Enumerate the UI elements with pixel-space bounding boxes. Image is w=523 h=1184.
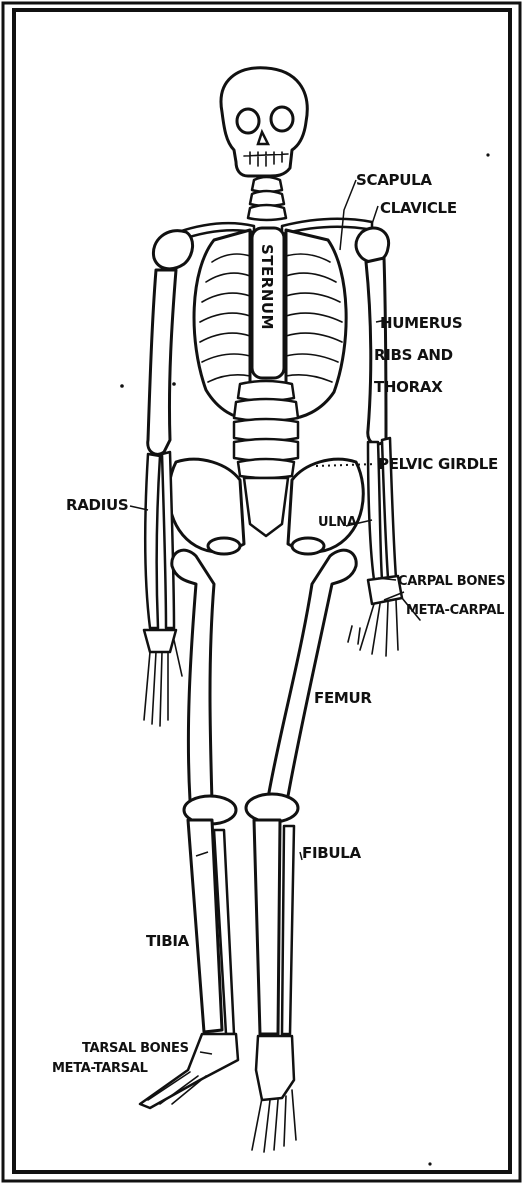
sternum-label: STERNUM: [258, 244, 276, 330]
cervical-spine: [248, 177, 286, 220]
label-tibia: TIBIA: [146, 932, 190, 950]
lower-leg-right: [254, 820, 294, 1034]
speck: [120, 384, 124, 388]
label-humerus: HUMERUS: [380, 314, 462, 332]
label-ribs-and: RIBS AND: [374, 346, 453, 364]
speck: [428, 1162, 431, 1165]
label-tarsal-bones: TARSAL BONES: [82, 1041, 189, 1056]
label-radius: RADIUS: [66, 496, 128, 514]
femur-right: [268, 550, 356, 807]
label-ulna: ULNA: [318, 515, 357, 530]
lower-leg-left: [188, 820, 234, 1034]
lumbar-spine: [234, 381, 298, 478]
label-pelvic-girdle: PELVIC GIRDLE: [378, 455, 498, 473]
label-clavicle: CLAVICLE: [380, 199, 457, 217]
skull: [221, 68, 307, 176]
hand-left: [144, 630, 182, 726]
label-meta-carpal: META-CARPAL: [406, 603, 504, 618]
label-thorax: THORAX: [374, 378, 443, 396]
label-meta-tarsal: META-TARSAL: [52, 1061, 148, 1076]
shoulder-left: [153, 231, 192, 269]
speck: [172, 382, 176, 386]
label-fibula: FIBULA: [302, 844, 361, 862]
forearm-left: [145, 452, 174, 628]
femur-left: [172, 550, 214, 810]
humerus-left: [148, 270, 176, 454]
foot-right: [252, 1036, 296, 1152]
speck: [486, 153, 489, 156]
label-scapula: SCAPULA: [356, 171, 432, 189]
knee-right: [246, 794, 298, 822]
label-femur: FEMUR: [314, 689, 372, 707]
label-carpal-bones: CARPAL BONES: [398, 574, 505, 589]
skeleton-figure: STERNUM: [140, 68, 420, 1152]
